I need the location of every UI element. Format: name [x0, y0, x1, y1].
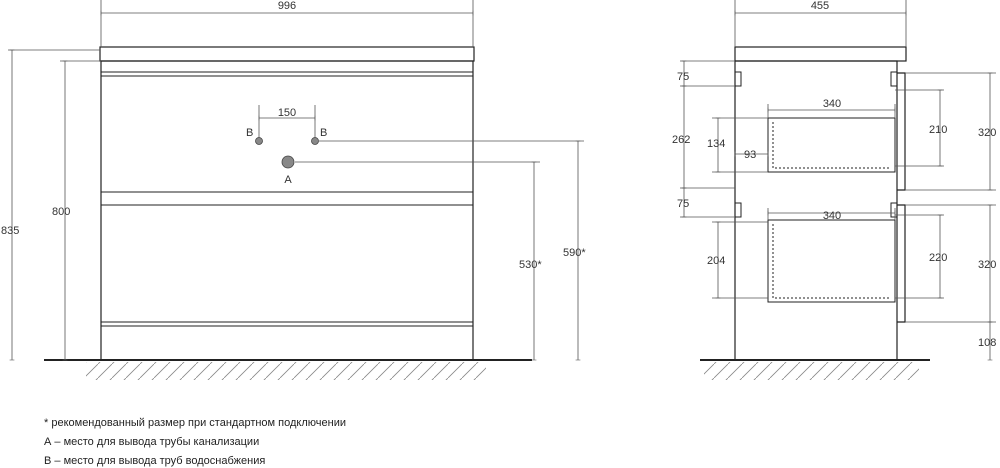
front-width-dimension	[100, 0, 474, 47]
front-floor	[44, 359, 532, 380]
side-floor	[700, 359, 930, 380]
pipe-spacing-dimension	[258, 105, 316, 142]
lower-box-width-dimension	[767, 208, 896, 220]
side-recess-top-left	[735, 71, 742, 87]
side-view	[734, 46, 907, 361]
upper-front-label: 320	[978, 127, 996, 139]
pipe-spacing-label: 150	[278, 107, 296, 119]
side-countertop	[734, 46, 907, 62]
note-water: В – место для вывода труб водоснабжения	[44, 455, 266, 467]
front-height-body-dimension	[60, 60, 101, 361]
upper-box-height-label: 210	[929, 124, 947, 136]
upper-front-dimension	[905, 72, 996, 191]
lower-inner-depth-label: 204	[707, 255, 725, 267]
upper-inner-offset-label: 93	[744, 149, 756, 161]
leg-height-label: 108	[978, 337, 996, 349]
upper-drawer-box	[767, 117, 896, 173]
side-recess-mid-left	[735, 202, 742, 218]
upper-inner-depth-label: 134	[707, 138, 725, 150]
front-view	[99, 46, 475, 361]
lower-inner-depth-dimension	[712, 221, 768, 299]
sewer-height-label: 530*	[519, 259, 542, 271]
water-height-dimension	[319, 140, 584, 361]
water-height-label: 590*	[563, 247, 586, 259]
side-mid-gap-label: 75	[677, 198, 689, 210]
sewer-height-dimension	[295, 161, 540, 361]
water-pipe-right	[311, 137, 319, 145]
front-height-total-dimension	[8, 49, 100, 361]
lower-front-dimension	[905, 204, 996, 323]
front-width-label: 996	[278, 0, 296, 12]
side-lower-front	[897, 204, 906, 323]
side-left-chain-dimension	[680, 60, 735, 218]
front-height-total-label: 835	[1, 225, 19, 237]
side-depth-dimension	[734, 0, 907, 47]
upper-box-width-label: 340	[823, 98, 841, 110]
lower-front-label: 320	[978, 259, 996, 271]
lower-box-height-dimension	[895, 214, 944, 299]
side-top-gap-label: 75	[677, 71, 689, 83]
lower-box-width-label: 340	[823, 210, 841, 222]
water-pipe-left	[255, 137, 263, 145]
side-upper-front	[897, 72, 906, 191]
upper-box-width-dimension	[767, 104, 896, 118]
side-upper-drawer-front-label: 262	[672, 134, 690, 146]
side-recess-top-right	[890, 71, 897, 87]
front-cabinet-body	[100, 60, 474, 361]
side-depth-label: 455	[811, 0, 829, 12]
side-recess-mid-right	[890, 202, 897, 218]
note-recommended: * рекомендованный размер при стандартном…	[44, 417, 346, 429]
front-height-body-label: 800	[52, 206, 70, 218]
upper-box-height-dimension	[895, 89, 944, 167]
upper-inner-dimensions	[712, 117, 769, 173]
lower-box-height-label: 220	[929, 252, 947, 264]
water-pipe-left-label: B	[246, 127, 253, 139]
sewer-pipe-label: A	[284, 174, 292, 186]
note-sewer: А – место для вывода трубы канализации	[44, 436, 260, 448]
lower-drawer-box	[767, 219, 896, 303]
water-pipe-right-label: B	[320, 127, 327, 139]
side-cabinet-body	[734, 60, 898, 361]
sewer-pipe	[281, 155, 295, 169]
front-countertop	[99, 46, 475, 62]
